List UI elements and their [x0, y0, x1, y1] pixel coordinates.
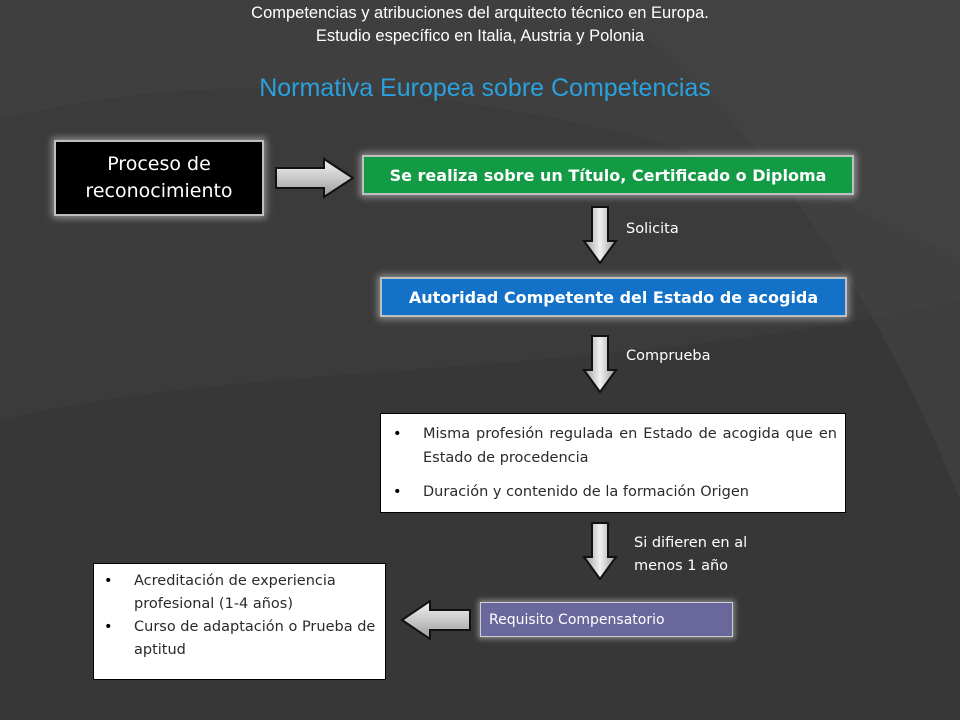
- criterio-item: Misma profesión regulada en Estado de ac…: [393, 422, 837, 470]
- criterio-item: Duración y contenido de la formación Ori…: [393, 480, 837, 504]
- autoridad-box: Autoridad Competente del Estado de acogi…: [382, 279, 845, 315]
- down-arrow-icon: [582, 335, 618, 394]
- difieren-label-line-2: menos 1 año: [634, 558, 729, 574]
- difieren-label-line-1: Si difieren en al: [634, 535, 748, 551]
- header-line-1: Competencias y atribuciones del arquitec…: [251, 4, 709, 22]
- proceso-box: Proceso de reconocimiento: [56, 142, 262, 214]
- down-arrow-icon: [582, 522, 618, 581]
- left-arrow-icon: [400, 599, 471, 641]
- comprueba-label: Comprueba: [626, 348, 711, 364]
- page-title: Normativa Europea sobre Competencias: [259, 74, 711, 102]
- titulo-box: Se realiza sobre un Título, Certificado …: [364, 157, 852, 193]
- medida-item: Curso de adaptación o Prueba de aptitud: [104, 616, 379, 662]
- header-line-2: Estudio específico en Italia, Austria y …: [315, 27, 645, 45]
- requisito-box: Requisito Compensatorio: [481, 603, 732, 636]
- medida-item: Acreditación de experiencia profesional …: [104, 570, 379, 616]
- proceso-label-line-1: Proceso de: [107, 153, 211, 175]
- proceso-label-line-2: reconocimiento: [85, 180, 233, 202]
- right-arrow-icon: [275, 157, 355, 199]
- criterios-box: Misma profesión regulada en Estado de ac…: [380, 413, 846, 513]
- medidas-box: Acreditación de experiencia profesional …: [93, 563, 386, 680]
- difieren-label: Si difieren en al menos 1 año: [634, 532, 747, 578]
- down-arrow-icon: [582, 206, 618, 265]
- solicita-label: Solicita: [626, 221, 679, 237]
